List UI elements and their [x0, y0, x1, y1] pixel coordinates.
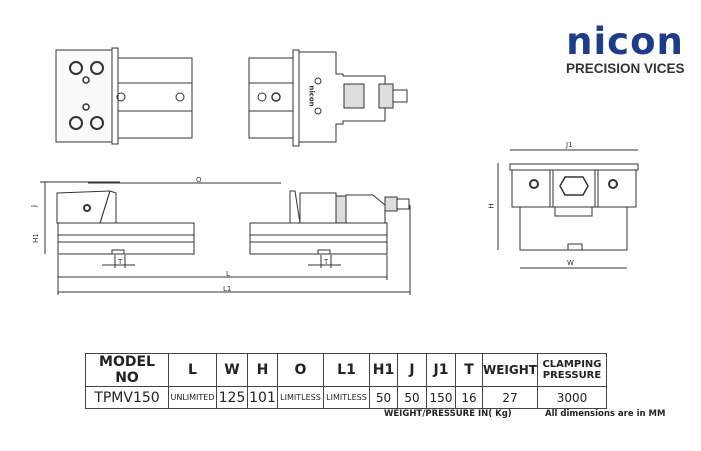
end-view [497, 149, 639, 269]
logo-wordmark: nicon [566, 20, 684, 63]
body-logo-mark: nicon [307, 85, 316, 107]
header-j1: J1 [426, 353, 456, 387]
top-view-fixed-jaw [55, 47, 193, 145]
header-h: H [247, 353, 278, 387]
cell-model: TPMV150 [85, 386, 169, 409]
cell-h: 101 [247, 386, 278, 409]
cell-h1: 50 [369, 386, 398, 409]
dim-label-o: O [196, 176, 202, 184]
dim-label-l: L [226, 270, 230, 278]
header-h1: H1 [369, 353, 398, 387]
footnote-weight-units: WEIGHT/PRESSURE IN( Kg) [384, 409, 512, 419]
cell-j: 50 [397, 386, 427, 409]
side-view [40, 181, 411, 295]
cell-j1: 150 [426, 386, 456, 409]
cell-w: 125 [216, 386, 248, 409]
cell-o: LIMITLESS [277, 386, 324, 409]
cell-l: UNLIMITED [168, 386, 217, 409]
header-w: W [216, 353, 248, 387]
dim-label-t-left: T [118, 258, 123, 266]
cell-t: 16 [455, 386, 483, 409]
spec-table: MODEL NO L W H O L1 H1 J J1 T WEIGHT CLA… [85, 353, 607, 409]
header-j: J [397, 353, 427, 387]
dim-label-w: W [567, 259, 574, 267]
header-weight: WEIGHT [482, 353, 538, 387]
header-l1: L1 [323, 353, 370, 387]
dim-label-j1: J1 [566, 141, 573, 149]
table-row: TPMV150 UNLIMITED 125 101 LIMITLESS LIMI… [85, 386, 607, 409]
brand-logo: nicon PRECISION VICES [566, 20, 685, 76]
top-view-moving-jaw [248, 49, 408, 147]
cell-weight: 27 [482, 386, 538, 409]
cell-clamping-pressure: 3000 [536, 386, 607, 409]
header-t: T [455, 353, 483, 387]
header-model: MODEL NO [85, 353, 169, 387]
logo-tagline: PRECISION VICES [566, 61, 685, 76]
dim-label-j: J [30, 204, 39, 208]
cell-l1: LIMITLESS [323, 386, 370, 409]
dim-label-h1: H1 [31, 233, 40, 243]
header-l: L [168, 353, 217, 387]
dim-label-t-right: T [324, 258, 329, 266]
dim-label-l1: L1 [223, 285, 232, 293]
dim-label-h: H [487, 203, 496, 209]
table-header-row: MODEL NO L W H O L1 H1 J J1 T WEIGHT CLA… [85, 353, 607, 387]
footnote-dimension-units: All dimensions are in MM [545, 409, 666, 419]
header-clamping-pressure: CLAMPING PRESSURE [536, 353, 607, 387]
header-o: O [277, 353, 324, 387]
